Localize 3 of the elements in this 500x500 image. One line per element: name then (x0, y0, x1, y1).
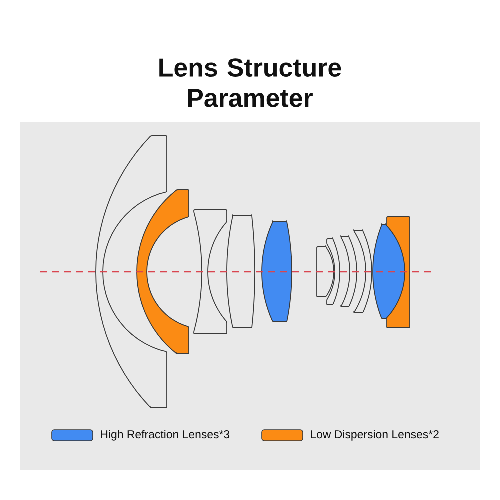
legend-label: High Refraction Lenses*3 (101, 430, 230, 441)
title: Lens Structure Parameter (160, 58, 342, 108)
legend-label: Low Dispersion Lenses*2 (311, 430, 439, 441)
